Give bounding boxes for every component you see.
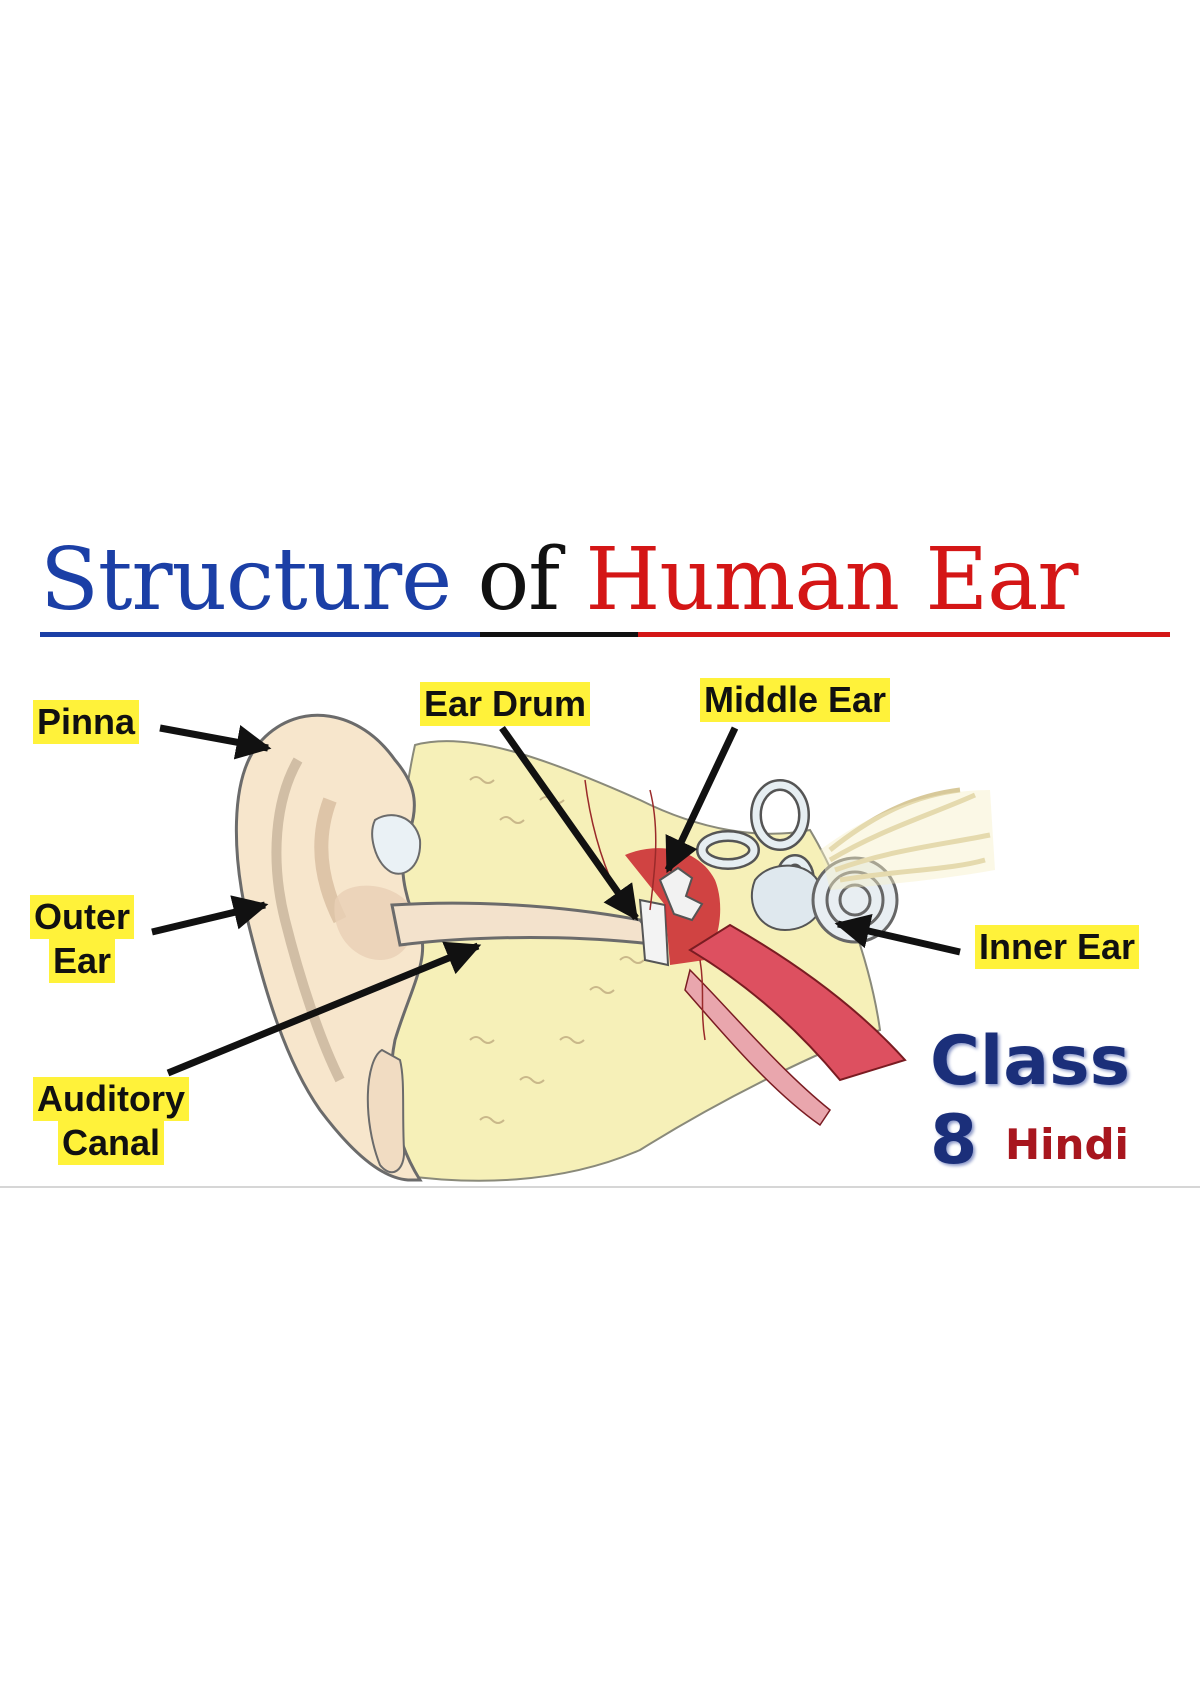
label-outer-ear-line1: Outer bbox=[30, 895, 135, 939]
earlobe bbox=[366, 1048, 406, 1174]
label-middle-ear-text: Middle Ear bbox=[704, 679, 887, 720]
eustachian-tube-outer bbox=[684, 968, 832, 1127]
label-inner-ear: Inner Ear bbox=[975, 925, 1140, 969]
eustachian-tube bbox=[688, 923, 907, 1082]
title-word-of: of bbox=[477, 530, 560, 630]
auditory-canal-arrow bbox=[166, 941, 482, 1077]
label-inner-ear-text: Inner Ear bbox=[979, 926, 1136, 967]
label-arrows bbox=[151, 724, 961, 1077]
label-outer-ear: Outer Ear bbox=[30, 895, 135, 983]
label-auditory-canal: Auditory Canal bbox=[33, 1077, 189, 1165]
ear-drum-arrow bbox=[499, 725, 639, 921]
nerve-bundle bbox=[820, 790, 995, 890]
title-underline-black bbox=[480, 632, 638, 637]
cartilage-upper bbox=[371, 814, 422, 875]
outer-ear-arrow bbox=[151, 895, 269, 936]
ear-drum-shape bbox=[638, 898, 670, 967]
pinna-helix-fold bbox=[271, 757, 345, 1083]
label-ear-drum-text: Ear Drum bbox=[424, 683, 587, 724]
label-outer-ear-line2: Ear bbox=[48, 939, 116, 983]
label-pinna: Pinna bbox=[33, 700, 140, 744]
middle-ear-arrow bbox=[664, 726, 739, 874]
language-label: Hindi bbox=[1005, 1120, 1129, 1169]
label-pinna-text: Pinna bbox=[37, 701, 136, 742]
bone-texture bbox=[469, 776, 645, 1124]
page-title: Structure of Human Ear bbox=[40, 525, 1078, 635]
title-underline-blue bbox=[40, 632, 480, 637]
bottom-divider bbox=[0, 1186, 1200, 1188]
label-auditory-canal-line1: Auditory bbox=[33, 1077, 189, 1121]
pinna-arrow bbox=[159, 724, 272, 760]
label-middle-ear: Middle Ear bbox=[700, 678, 891, 722]
label-ear-drum: Ear Drum bbox=[420, 682, 591, 726]
class-title: Class 8 bbox=[930, 1022, 1131, 1180]
pinna-inner-fold bbox=[314, 797, 347, 924]
inner-ear-arrow bbox=[834, 913, 961, 956]
auditory-nerve bbox=[828, 787, 991, 883]
label-auditory-canal-line2: Canal bbox=[57, 1121, 165, 1165]
title-underline-red bbox=[638, 632, 1170, 637]
title-word-structure: Structure bbox=[40, 530, 452, 630]
title-words-human-ear: Human Ear bbox=[585, 530, 1078, 630]
